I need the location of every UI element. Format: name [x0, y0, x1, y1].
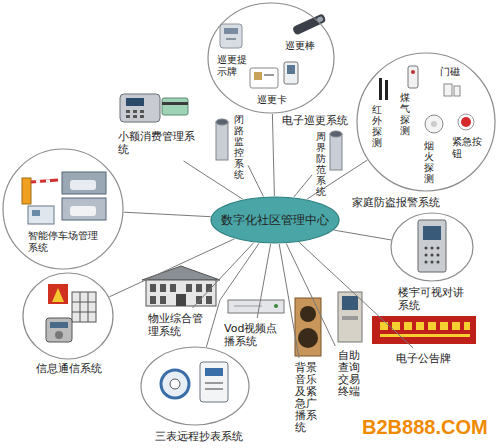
ellipse-shape [208, 3, 334, 113]
system-label: 楼宇可视对讲系统 [398, 286, 470, 312]
hub-ellipse: 数字化社区管理中心 [210, 196, 340, 244]
connector-line [192, 243, 253, 308]
system-label: 小额消费管理系统 [118, 130, 195, 156]
connector-line [286, 244, 335, 346]
system-label: 自助查询交易终端 [338, 350, 360, 398]
system-node: 小额消费管理系统 [116, 128, 197, 159]
component-label: 煤气探测 [400, 92, 410, 136]
ellipse-shape [141, 347, 249, 425]
system-label: 家庭防盗报警系统 [352, 196, 444, 209]
system-node: 周界防范系统 [314, 129, 328, 199]
system-node: 背景音乐及紧急广播系统 [293, 360, 319, 437]
subsystem-circle: 三表远程抄表系统 [140, 346, 250, 426]
subsystem-circle: 家庭防盗报警系统红外探测煤气探测烟火探测门磁紧急按钮 [356, 52, 496, 192]
connector-line [184, 161, 243, 199]
connector-line [334, 230, 391, 240]
system-node: 闭路监控系统 [232, 112, 246, 182]
system-label: 信息通信系统 [36, 362, 106, 375]
connector-line [279, 244, 299, 358]
ellipse-shape [23, 273, 113, 359]
ellipse-shape [3, 149, 123, 269]
system-label: 闭路监控系统 [234, 114, 244, 180]
component-label: 烟火探测 [424, 140, 434, 184]
subsystem-circle: 信息通信系统 [22, 272, 114, 360]
component-label: 巡更卡 [257, 94, 289, 106]
connector-line [124, 212, 211, 217]
ellipse-shape [357, 53, 495, 191]
subsystem-circle: 楼宇可视对讲系统 [390, 212, 474, 282]
hub-label: 数字化社区管理中心 [210, 213, 340, 227]
system-label: 电子公告牌 [396, 352, 454, 365]
component-label: 巡更棒 [285, 40, 317, 52]
connector-line [248, 165, 263, 196]
system-node: 电子公告牌 [394, 350, 456, 368]
component-label: 紧急按钮 [452, 136, 484, 160]
ellipse-shape [391, 213, 473, 281]
connector-line [272, 114, 274, 196]
connector-line [299, 242, 413, 348]
system-label: 三表远程抄表系统 [155, 430, 247, 443]
watermark: B2B888.COM [362, 416, 488, 439]
ellipse-shape [211, 197, 339, 243]
ellipse-outline [140, 346, 250, 426]
ellipse-outline [390, 212, 474, 282]
system-label: 物业综合管理系统 [148, 312, 204, 338]
system-label: 智能停车场管理系统 [28, 230, 100, 254]
connector-line [109, 239, 234, 297]
component-label: 红外探测 [372, 104, 382, 148]
system-label: 背景音乐及紧急广播系统 [295, 362, 317, 435]
connector-line [257, 244, 270, 318]
component-label: 巡更提示牌 [217, 54, 249, 78]
ellipse-outline [22, 272, 114, 360]
system-label: Vod视频点播系统 [224, 322, 284, 348]
system-node: Vod视频点播系统 [222, 320, 286, 351]
system-node: 自助查询交易终端 [336, 348, 362, 401]
system-label: 电子巡更系统 [282, 114, 354, 127]
component-label: 门磁 [440, 66, 464, 78]
connector-line [294, 175, 312, 197]
ellipse-outline [2, 148, 124, 270]
system-label: 周界防范系统 [316, 131, 326, 197]
subsystem-circle: 电子巡更系统巡更提示牌巡更棒巡更卡 [207, 2, 335, 114]
system-node: 物业综合管理系统 [146, 310, 206, 341]
subsystem-circle: 智能停车场管理系统 [2, 148, 124, 270]
